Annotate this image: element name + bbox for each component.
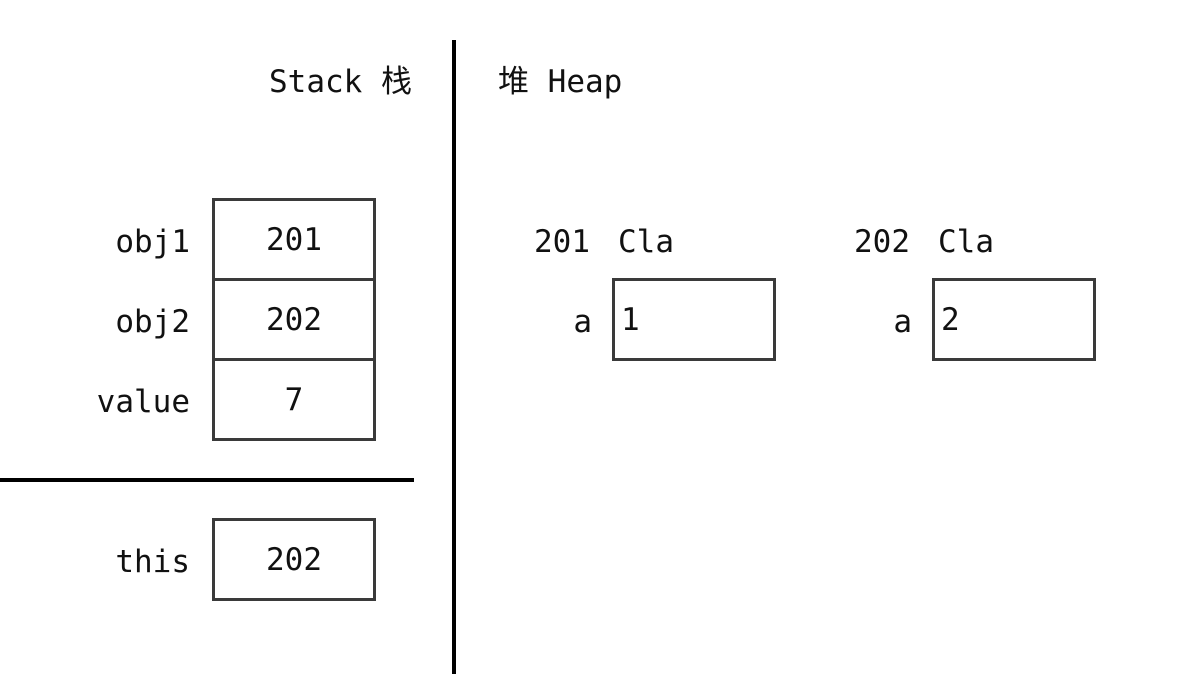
heap-field-cell: 1 [612,278,776,361]
stack-var-cell: 202 [212,278,376,361]
stack-title: Stack 栈 [269,64,412,100]
stack-var-label: value [96,384,190,420]
stack-var-cell: 201 [212,198,376,281]
heap-object-address: 201 [534,224,590,260]
heap-title: 堆 Heap [498,64,623,100]
heap-field-cell: 2 [932,278,1096,361]
heap-field-label: a [573,304,592,340]
stack-heap-divider [452,40,456,674]
stack-var-label: obj1 [115,224,190,260]
heap-field-label: a [893,304,912,340]
stack-frame-divider [0,478,414,482]
heap-object-address: 202 [854,224,910,260]
stack-var-label: obj2 [115,304,190,340]
heap-object-class: Cla [618,224,674,260]
stack-frame-cell: 202 [212,518,376,601]
heap-object-class: Cla [938,224,994,260]
stack-frame-label: this [115,544,190,580]
stack-var-cell: 7 [212,358,376,441]
